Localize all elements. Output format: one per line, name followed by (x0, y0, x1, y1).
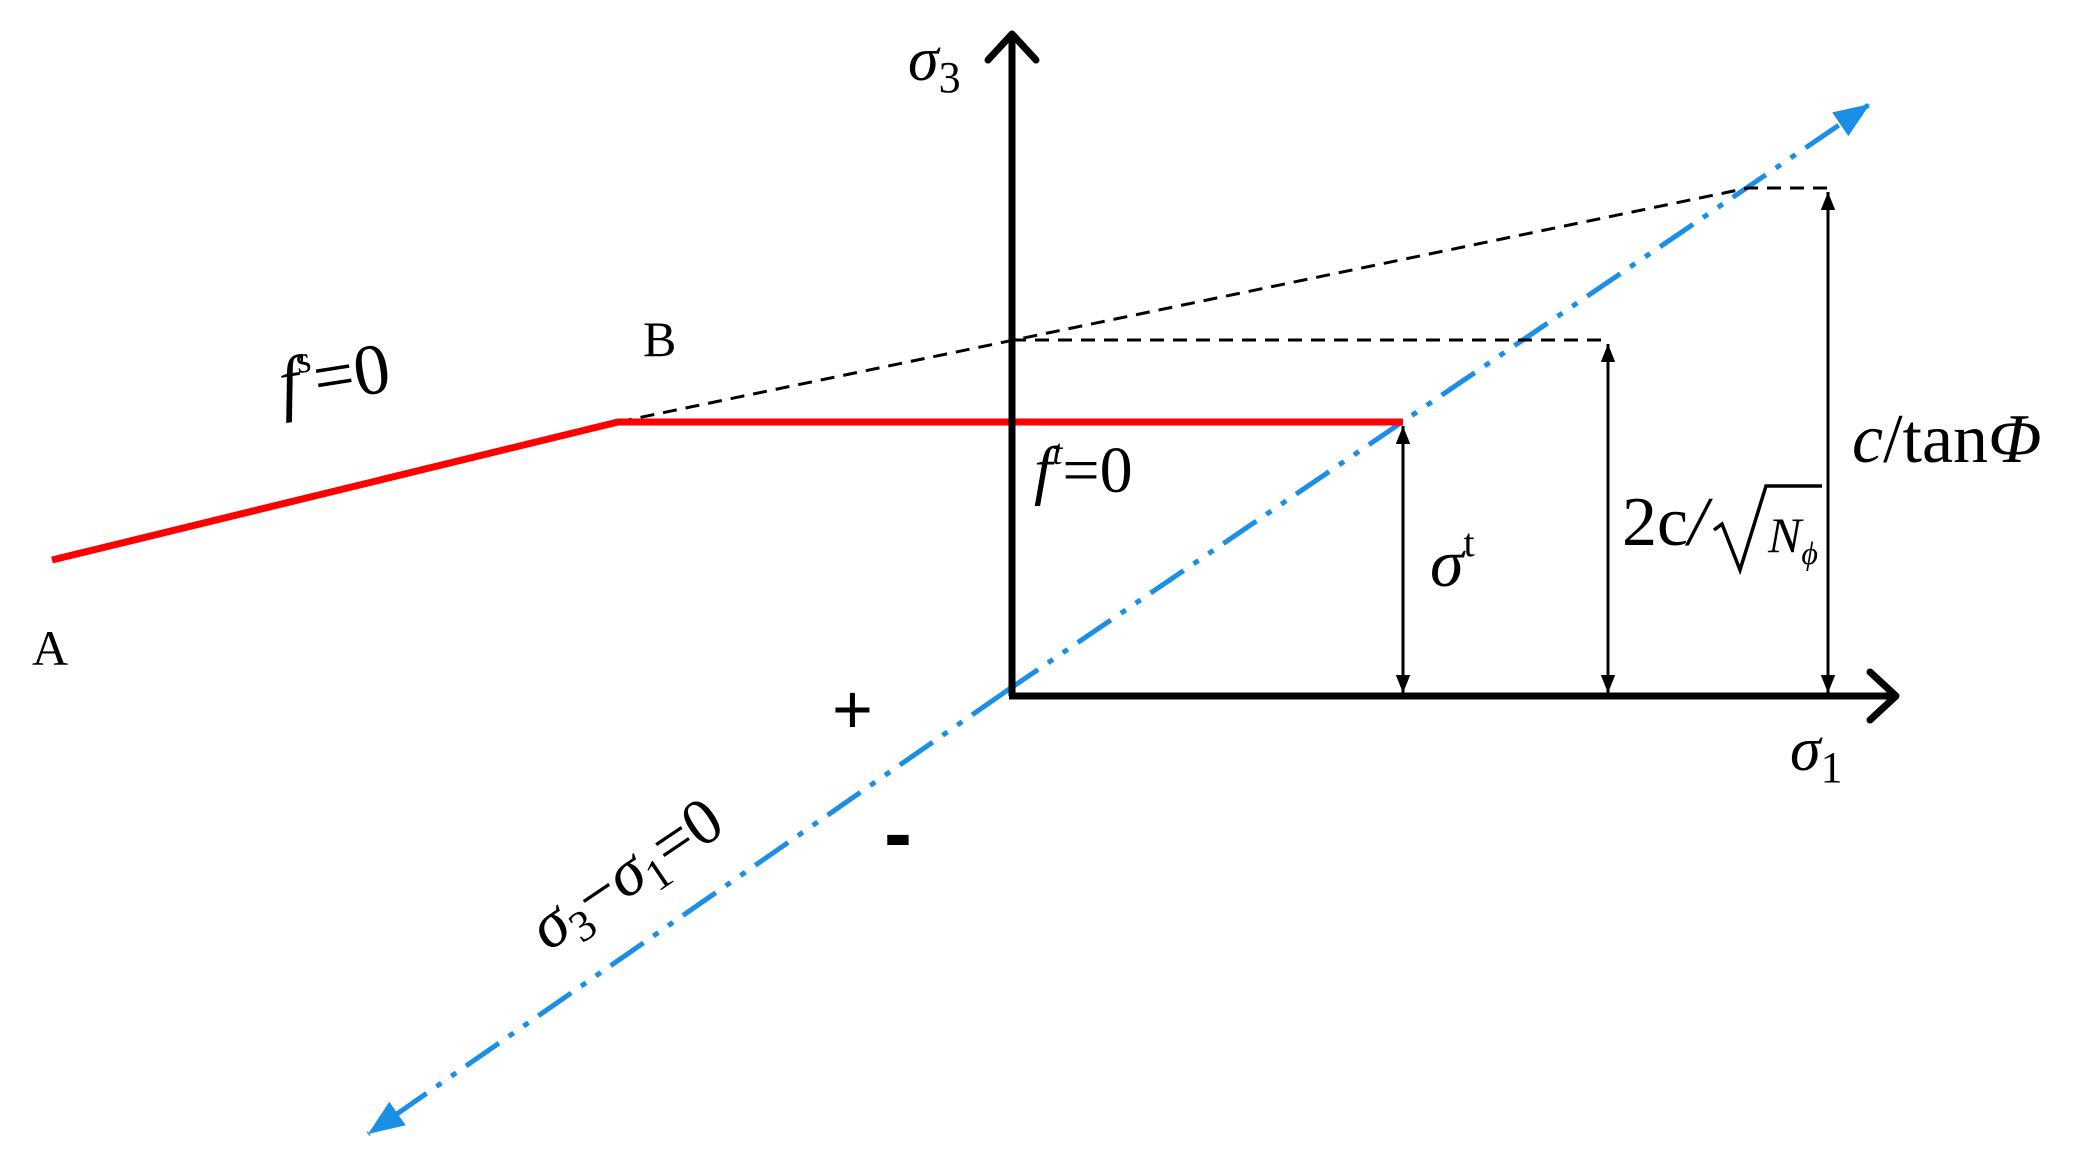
minus-sign-label: - (884, 786, 912, 880)
sigma-t-label: σt (1430, 520, 1475, 601)
plus-sign-label: + (832, 670, 873, 748)
diagonal-line (1003, 101, 1872, 695)
sigma-1-axis-label: σ1 (1790, 716, 1843, 792)
n-phi-label: Nϕ (1767, 507, 1818, 571)
shear-extension-dashed-line (617, 186, 1828, 424)
two-c-label: 2c/ (1622, 484, 1713, 561)
tension-yield-label: ft=0 (1034, 432, 1133, 507)
point-b-label: B (643, 311, 676, 367)
sigma-1-axis-arrowhead-icon (1866, 668, 1900, 724)
diagonal-line-lower (366, 689, 1007, 1137)
sigma-3-axis-arrowhead-icon (984, 30, 1040, 64)
point-a-label: A (32, 620, 68, 676)
shear-yield-label: fs=0 (273, 326, 396, 423)
diagonal-line-label: σ3−σ1=0 (516, 783, 740, 970)
sigma-3-axis-label: σ3 (908, 26, 961, 102)
yield-curve-red (51, 418, 1403, 564)
c-tan-phi-label: c/tanΦ (1852, 401, 2041, 478)
sqrt-radical-icon (1712, 484, 1822, 576)
